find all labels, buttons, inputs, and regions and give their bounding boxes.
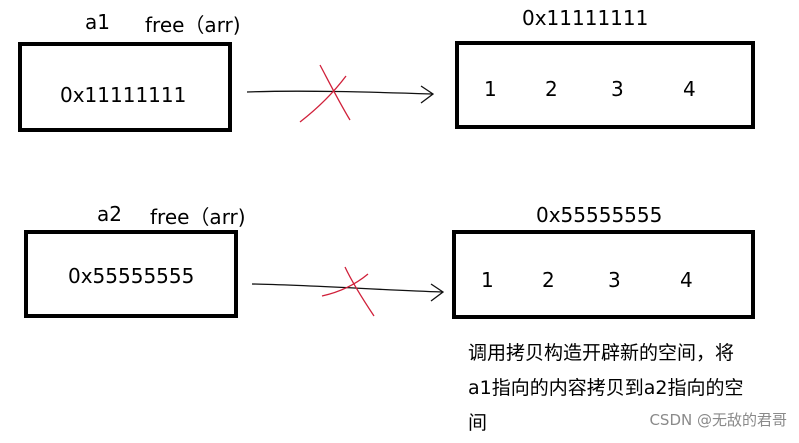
top-free-label: free（arr) [145,13,241,37]
bottom-heap-cell: 2 [542,268,555,292]
top-arrow [246,85,435,104]
copy-constructor-note: 调用拷贝构造开辟新的空间，将 a1指向的内容拷贝到a2指向的空 间 [468,336,788,441]
top-pointer-value: 0x11111111 [60,83,187,107]
top-pointer-box: 0x11111111 [18,42,232,132]
note-line: 间 [468,412,488,434]
csdn-watermark: CSDN @无敌的君哥 [649,411,787,429]
bottom-heap-cell: 4 [680,268,693,292]
top-heap-cell: 3 [611,77,624,101]
bottom-heap-cell: 1 [481,268,494,292]
top-cross-mark [299,64,351,123]
bottom-heap-box: 1 2 3 4 [452,230,755,319]
top-heap-cell: 2 [545,77,558,101]
bottom-free-label: free（arr) [150,205,246,229]
top-heap-cell: 1 [484,77,497,101]
bottom-var-name: a2 [97,202,122,226]
bottom-pointer-value: 0x55555555 [68,264,195,288]
top-heap-cell: 4 [683,77,696,101]
bottom-heap-address: 0x55555555 [536,203,663,227]
bottom-heap-cell: 3 [608,268,621,292]
bottom-cross-mark [321,266,375,317]
top-heap-address: 0x11111111 [522,6,649,30]
top-heap-box: 1 2 3 4 [455,41,755,129]
note-line: a1指向的内容拷贝到a2指向的空 [468,377,744,399]
note-line: 调用拷贝构造开辟新的空间，将 [468,342,735,364]
top-var-name: a1 [85,10,110,34]
bottom-pointer-box: 0x55555555 [24,230,238,318]
